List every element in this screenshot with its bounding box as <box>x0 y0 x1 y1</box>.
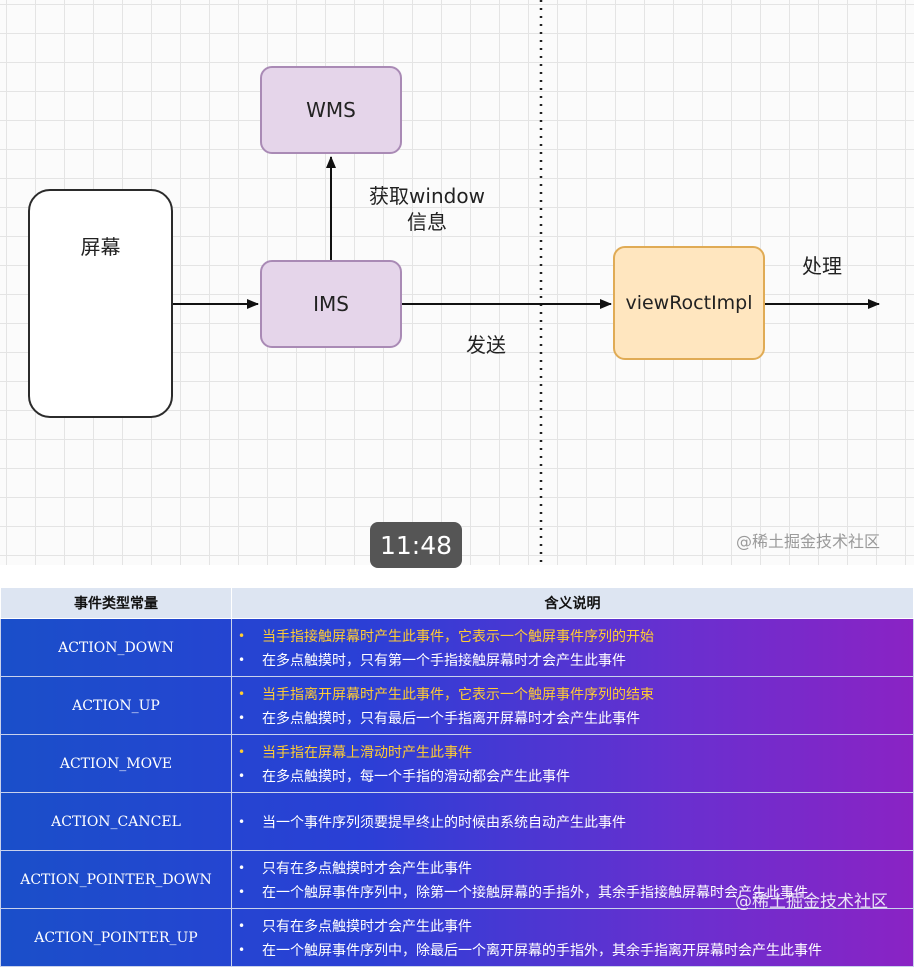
event-name-cell: ACTION_CANCEL <box>0 792 232 851</box>
event-description-cell: • 当一个事件序列须要提早终止的时候由系统自动产生此事件 <box>231 792 914 851</box>
description-text: 只有在多点触摸时才会产生此事件 <box>262 860 472 877</box>
bullet-icon: • <box>238 918 246 933</box>
watermark-top: @稀土掘金技术社区 <box>736 532 881 551</box>
view-root-node-label: viewRoctImpl <box>625 292 753 314</box>
get-window-info-label: 获取window 信息 <box>360 183 494 235</box>
event-description-cell: • 当手指离开屏幕时产生此事件，它表示一个触屏事件序列的结束 • 在多点触摸时，只有最… <box>231 676 914 735</box>
description-text: 只有在多点触摸时才会产生此事件 <box>262 918 472 935</box>
bullet-icon: • <box>238 884 246 899</box>
table-row: ACTION_POINTER_UP • 只有在多点触摸时才会产生此事件 • 在一个触屏事… <box>0 908 914 967</box>
description-line: • 只有在多点触摸时才会产生此事件 <box>238 914 913 938</box>
event-name-cell: ACTION_MOVE <box>0 734 232 793</box>
bullet-icon: • <box>238 814 246 829</box>
get-window-info-line2: 信息 <box>407 210 447 234</box>
table-body: ACTION_DOWN • 当手指接触屏幕时产生此事件，它表示一个触屏事件序列的开始… <box>0 618 914 967</box>
description-line: • 当一个事件序列须要提早终止的时候由系统自动产生此事件 <box>238 810 913 834</box>
description-line: • 在一个触屏事件序列中，除第一个接触屏幕的手指外，其余手指接触屏幕时会产生此事件 <box>238 880 913 904</box>
bullet-icon: • <box>238 710 246 725</box>
table-header-row: 事件类型常量 含义说明 <box>0 587 914 619</box>
event-name-cell: ACTION_UP <box>0 676 232 735</box>
video-timestamp-badge: 11:48 <box>370 522 462 568</box>
description-line: • 当手指离开屏幕时产生此事件，它表示一个触屏事件序列的结束 <box>238 682 913 706</box>
bullet-icon: • <box>238 768 246 783</box>
event-description-cell: • 当手指在屏幕上滑动时产生此事件 • 在多点触摸时，每一个手指的滑动都会产生此事件 <box>231 734 914 793</box>
event-table-section: 事件类型常量 含义说明 ACTION_DOWN • 当手指接触屏幕时产生此事件，它表… <box>0 587 914 967</box>
bullet-icon: • <box>238 686 246 701</box>
send-label: 发送 <box>466 333 506 357</box>
event-description-cell: • 只有在多点触摸时才会产生此事件 • 在一个触屏事件序列中，除最后一个离开屏幕的手指… <box>231 908 914 967</box>
watermark-bottom: @稀土掘金技术社区 <box>735 892 888 912</box>
bullet-icon: • <box>238 860 246 875</box>
event-name-cell: ACTION_DOWN <box>0 618 232 677</box>
event-description-cell: • 只有在多点触摸时才会产生此事件 • 在一个触屏事件序列中，除第一个接触屏幕的手指外… <box>231 850 914 909</box>
description-text: 当手指接触屏幕时产生此事件，它表示一个触屏事件序列的开始 <box>262 628 654 645</box>
handle-label: 处理 <box>802 254 842 278</box>
event-name-cell: ACTION_POINTER_UP <box>0 908 232 967</box>
bullet-icon: • <box>238 942 246 957</box>
screen-node-label: 屏幕 <box>80 235 121 259</box>
header-meaning: 含义说明 <box>231 587 914 619</box>
get-window-info-line1: 获取window <box>369 184 485 208</box>
event-type-table: 事件类型常量 含义说明 ACTION_DOWN • 当手指接触屏幕时产生此事件，它表… <box>0 587 914 967</box>
description-line: • 当手指在屏幕上滑动时产生此事件 <box>238 740 913 764</box>
description-text: 在多点触摸时，只有最后一个手指离开屏幕时才会产生此事件 <box>262 710 640 727</box>
description-line: • 在多点触摸时，只有第一个手指接触屏幕时才会产生此事件 <box>238 648 913 672</box>
bullet-icon: • <box>238 744 246 759</box>
diagram-edges <box>173 0 880 565</box>
ims-node-label: IMS <box>313 292 349 316</box>
description-line: • 在一个触屏事件序列中，除最后一个离开屏幕的手指外，其余手指离开屏幕时会产生此事… <box>238 938 913 962</box>
description-text: 在一个触屏事件序列中，除第一个接触屏幕的手指外，其余手指接触屏幕时会产生此事件 <box>262 884 808 901</box>
description-text: 在多点触摸时，只有第一个手指接触屏幕时才会产生此事件 <box>262 652 626 669</box>
wms-node: WMS <box>260 66 402 154</box>
bullet-icon: • <box>238 628 246 643</box>
bullet-icon: • <box>238 652 246 667</box>
event-name-cell: ACTION_POINTER_DOWN <box>0 850 232 909</box>
wms-node-label: WMS <box>306 98 356 122</box>
description-line: • 在多点触摸时，每一个手指的滑动都会产生此事件 <box>238 764 913 788</box>
event-description-cell: • 当手指接触屏幕时产生此事件，它表示一个触屏事件序列的开始 • 在多点触摸时，只有第… <box>231 618 914 677</box>
view-root-node: viewRoctImpl <box>613 246 765 360</box>
table-row: ACTION_UP • 当手指离开屏幕时产生此事件，它表示一个触屏事件序列的结束 • 在… <box>0 676 914 735</box>
ims-node: IMS <box>260 260 402 348</box>
table-row: ACTION_CANCEL • 当一个事件序列须要提早终止的时候由系统自动产生此事件 <box>0 792 914 851</box>
flow-diagram: 屏幕 WMS IMS viewRoctImpl 获取window 信息 发送 处… <box>0 0 914 565</box>
table-row: ACTION_POINTER_DOWN • 只有在多点触摸时才会产生此事件 • 在一个触… <box>0 850 914 909</box>
table-row: ACTION_DOWN • 当手指接触屏幕时产生此事件，它表示一个触屏事件序列的开始… <box>0 618 914 677</box>
header-event-type: 事件类型常量 <box>0 587 232 619</box>
description-line: • 在多点触摸时，只有最后一个手指离开屏幕时才会产生此事件 <box>238 706 913 730</box>
screen-node: 屏幕 <box>28 189 173 418</box>
description-line: • 只有在多点触摸时才会产生此事件 <box>238 856 913 880</box>
table-row: ACTION_MOVE • 当手指在屏幕上滑动时产生此事件 • 在多点触摸时，每一个手指… <box>0 734 914 793</box>
description-text: 在一个触屏事件序列中，除最后一个离开屏幕的手指外，其余手指离开屏幕时会产生此事件 <box>262 942 822 959</box>
description-text: 当一个事件序列须要提早终止的时候由系统自动产生此事件 <box>262 814 626 831</box>
description-text: 在多点触摸时，每一个手指的滑动都会产生此事件 <box>262 768 570 785</box>
description-text: 当手指离开屏幕时产生此事件，它表示一个触屏事件序列的结束 <box>262 686 654 703</box>
description-line: • 当手指接触屏幕时产生此事件，它表示一个触屏事件序列的开始 <box>238 624 913 648</box>
description-text: 当手指在屏幕上滑动时产生此事件 <box>262 744 472 761</box>
